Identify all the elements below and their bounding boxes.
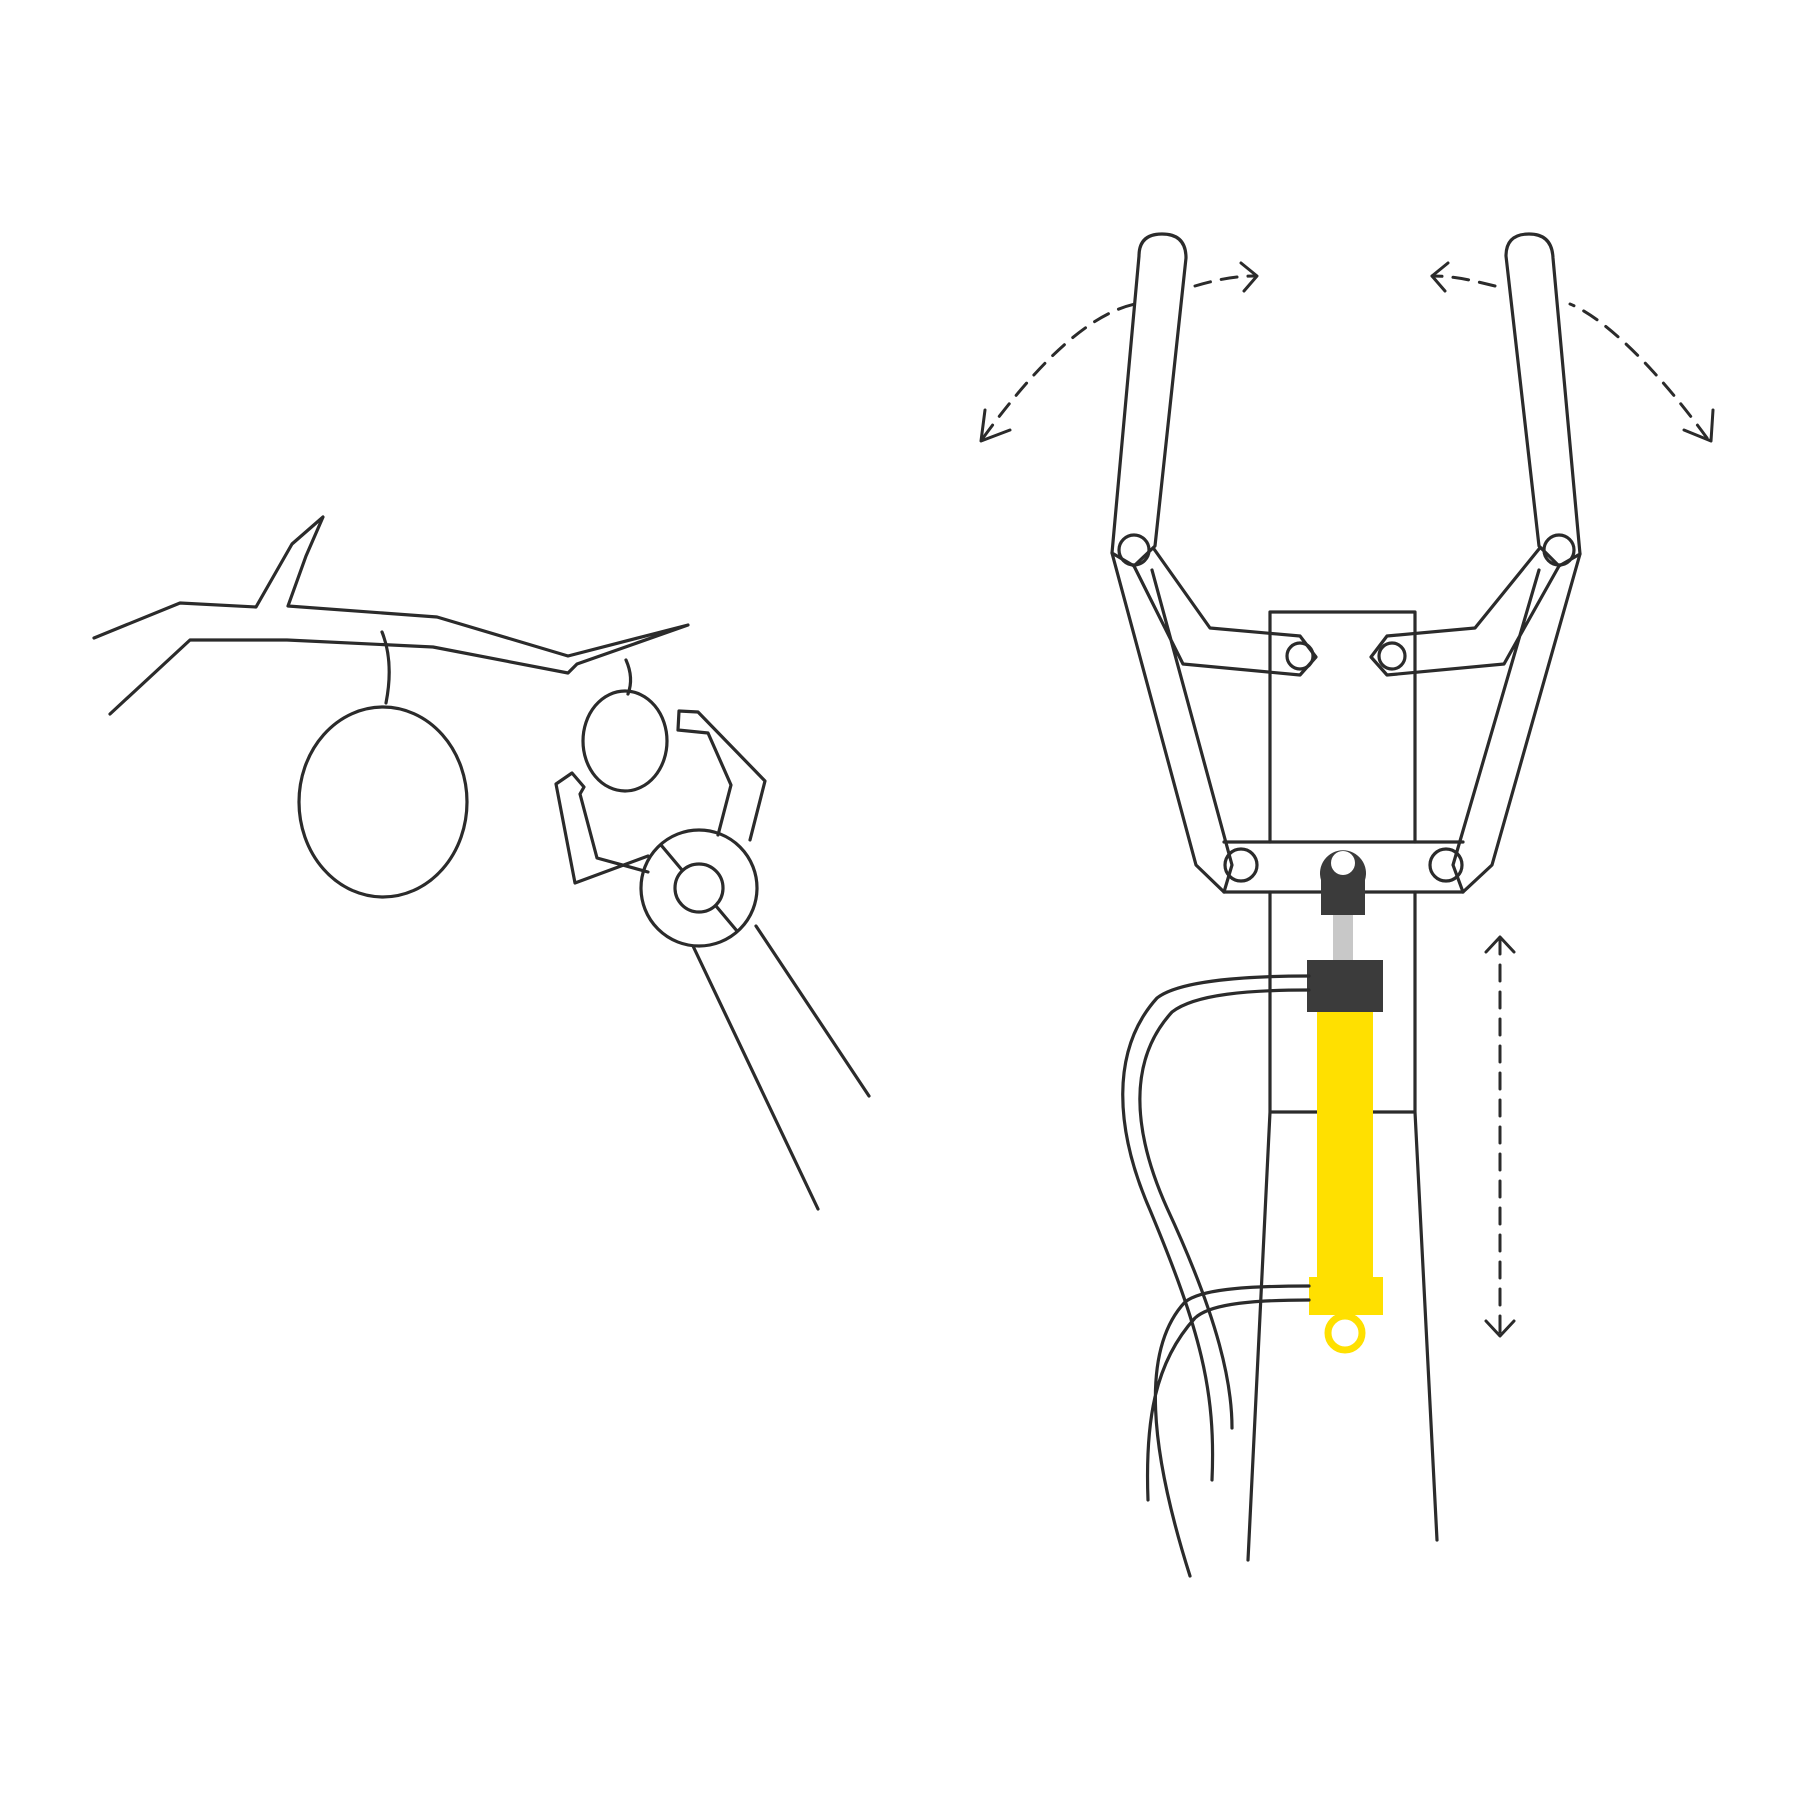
pivot-joint (1285, 641, 1315, 671)
cylinder-bottom-cap (1309, 1277, 1383, 1315)
cylinder-stroke-indicator (1484, 935, 1516, 1338)
right-jaw-swing-indicator (1430, 261, 1715, 443)
gripper-claw-right (676, 709, 767, 842)
cylinder-top-cap (1307, 960, 1383, 1012)
pivot-joint (1117, 533, 1151, 567)
hydraulic-hose-upper (1121, 974, 1311, 1482)
gripper-mechanism (979, 232, 1715, 1578)
right-jaw (1504, 232, 1582, 568)
handle-poles (691, 924, 871, 1211)
hanging-fruit-stem (380, 630, 391, 705)
grasped-fruit (581, 689, 669, 793)
left-jaw (1110, 232, 1188, 568)
grasped-fruit-stem (624, 658, 633, 696)
cylinder-bottom-eye (1324, 1312, 1366, 1354)
cylinder-top-eye (1320, 850, 1366, 915)
pivot-joint (1223, 847, 1259, 883)
pivot-joint (1428, 847, 1464, 883)
hydraulic-cylinder (1307, 850, 1383, 1354)
pivot-joint (1542, 533, 1576, 567)
hanging-fruit (297, 705, 469, 899)
pivot-joints (1117, 533, 1576, 883)
gripper-claw-left (554, 771, 650, 885)
cylinder-top-eye-hole (1331, 851, 1355, 875)
gripper-pivot-hub (673, 862, 725, 914)
fruit-picking-scene (92, 515, 871, 1211)
gripper-pivot (639, 828, 759, 948)
hydraulic-hose-lower (1145, 1284, 1311, 1578)
pivot-joint (1377, 641, 1407, 671)
branch (92, 515, 690, 716)
left-jaw-swing-indicator (979, 261, 1259, 443)
gripper-pivot-split (659, 843, 739, 933)
cylinder-body (1317, 1012, 1373, 1277)
piston-rod (1333, 915, 1353, 960)
